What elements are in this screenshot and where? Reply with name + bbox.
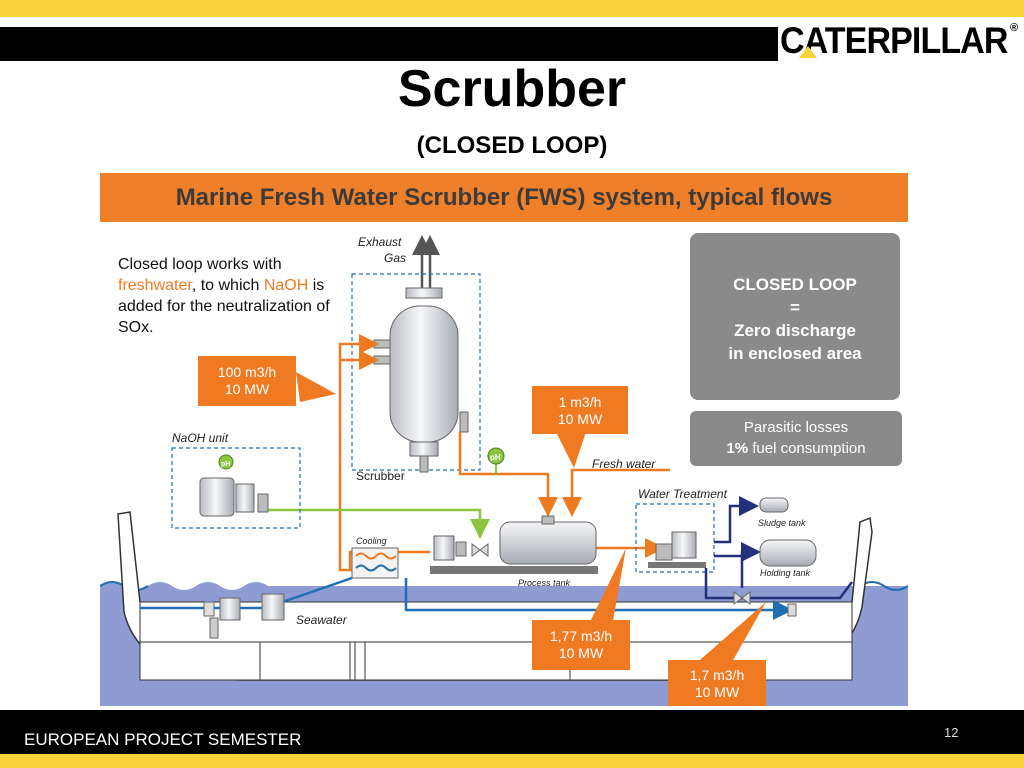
parasitic-line-2: 1% fuel consumption [690, 438, 902, 459]
intro-part-1: Closed loop works with [118, 256, 282, 273]
sea-wave-right [859, 581, 908, 591]
brand-registered-mark: ® [1010, 22, 1019, 34]
callout-box-100 [198, 356, 296, 406]
diagram-banner: Marine Fresh Water Scrubber (FWS) system… [100, 173, 908, 222]
slide-title: Scrubber [397, 60, 627, 118]
discharge-line [704, 568, 853, 600]
callout-pointer-1 [556, 432, 586, 468]
parasitic-percent: 1% [726, 440, 749, 457]
scrubber-top-flange [405, 287, 443, 299]
seawater-return-line [404, 578, 793, 620]
parasitic-losses-box: Parasitic losses 1% fuel consumption [690, 411, 902, 466]
intro-freshwater: freshwater [118, 277, 192, 294]
callout-100-power: 10 MW [224, 381, 270, 397]
ph-label-naoh: pH [221, 461, 230, 468]
closed-loop-line-3: Zero discharge [734, 321, 856, 340]
sludge-tank [759, 497, 789, 513]
closed-loop-line-1: CLOSED LOOP [733, 275, 857, 294]
brand-triangle-icon [799, 46, 817, 58]
ph-sensor-naoh [218, 454, 234, 470]
callout-1-flow: 1 m3/h [558, 394, 602, 410]
process-tank-base [430, 566, 598, 574]
caterpillar-logo: CATERPILLAR ® [778, 20, 1024, 62]
callout-box-1 [532, 386, 628, 434]
footer-program: EUROPEAN PROJECT SEMESTER [24, 730, 302, 749]
callout-1-power: 10 MW [557, 411, 603, 427]
process-tank [499, 521, 597, 565]
intro-text: Closed loop works with freshwater, to wh… [118, 254, 348, 338]
callout-process-outflow: 1,77 m3/h 10 MW [532, 628, 630, 662]
callout-pointer-177 [590, 548, 626, 626]
cooling-heat-exchanger [351, 547, 399, 579]
closed-loop-line-4: in enclosed area [728, 344, 862, 363]
callout-100-flow: 100 m3/h [217, 364, 277, 380]
callout-fresh-water-inflow: 1 m3/h 10 MW [532, 394, 628, 428]
page-number: 12 [944, 725, 959, 740]
diagram-banner-text: Marine Fresh Water Scrubber (FWS) system… [175, 184, 833, 211]
seawater-label: Seawater [296, 613, 348, 627]
pump-loop-pipe [348, 550, 430, 570]
parasitic-line-1: Parasitic losses [743, 419, 849, 436]
scrubber-outlet-pipe [458, 432, 558, 517]
process-tank-label: Process tank [518, 578, 571, 588]
holding-line [714, 542, 761, 562]
naoh-dosing-line [260, 508, 490, 539]
slide-subtitle: (CLOSED LOOP) [416, 132, 608, 159]
callout-pointer-100 [296, 372, 336, 402]
sludge-line [714, 496, 759, 544]
parasitic-rest: fuel consumption [748, 440, 866, 457]
naoh-unit-label: NaOH unit [172, 431, 229, 445]
water-treatment-label: Water Treatment [638, 487, 728, 501]
bottom-yellow-band [0, 754, 1024, 768]
exhaust-gas-label-1: Exhaust [358, 235, 402, 249]
scrubber-dashed-box [351, 273, 481, 471]
holding-tank-label: Holding tank [760, 568, 811, 578]
intro-part-2: , to which [191, 277, 264, 294]
ph-sensor-scrubber [487, 447, 505, 465]
callout-177-flow: 1,77 m3/h [549, 628, 613, 644]
callout-177-power: 10 MW [558, 645, 604, 661]
closed-loop-box: CLOSED LOOP = Zero discharge in enclosed… [690, 233, 900, 400]
scrubber-flow-diagram: Exhaust Gas Scrubber NaOH unit pH pH Fre… [100, 235, 908, 706]
exhaust-gas-label-2: Gas [384, 251, 406, 265]
callout-box-177 [532, 620, 630, 670]
scrubber-label: Scrubber [356, 469, 405, 483]
callout-holding-outflow: 1,7 m3/h 10 MW [668, 667, 766, 701]
brand-name: CATERPILLAR [780, 20, 1008, 61]
sludge-tank-label: Sludge tank [758, 518, 806, 528]
top-black-band [0, 27, 778, 61]
fresh-water-label: Fresh water [592, 457, 656, 471]
scrubber-vessel [389, 305, 459, 443]
cooling-label: Cooling [356, 536, 387, 546]
intro-part-3: is added for the neutralization of SOx. [118, 277, 330, 336]
holding-tank [759, 539, 817, 567]
callout-scrubber-inflow: 100 m3/h 10 MW [198, 364, 296, 398]
callout-17-power: 10 MW [694, 684, 740, 700]
fresh-water-pipe [562, 468, 670, 517]
ph-label-scrubber: pH [490, 453, 501, 462]
top-yellow-band [0, 0, 1024, 17]
naoh-unit-box [171, 447, 301, 529]
callout-pointer-17 [700, 602, 766, 662]
callout-box-17 [668, 660, 766, 706]
water-treatment-box [635, 503, 715, 573]
closed-loop-line-2: = [790, 298, 800, 317]
intro-naoh: NaOH [263, 277, 309, 294]
bottom-black-band [0, 710, 1024, 754]
callout-17-flow: 1,7 m3/h [689, 667, 745, 683]
